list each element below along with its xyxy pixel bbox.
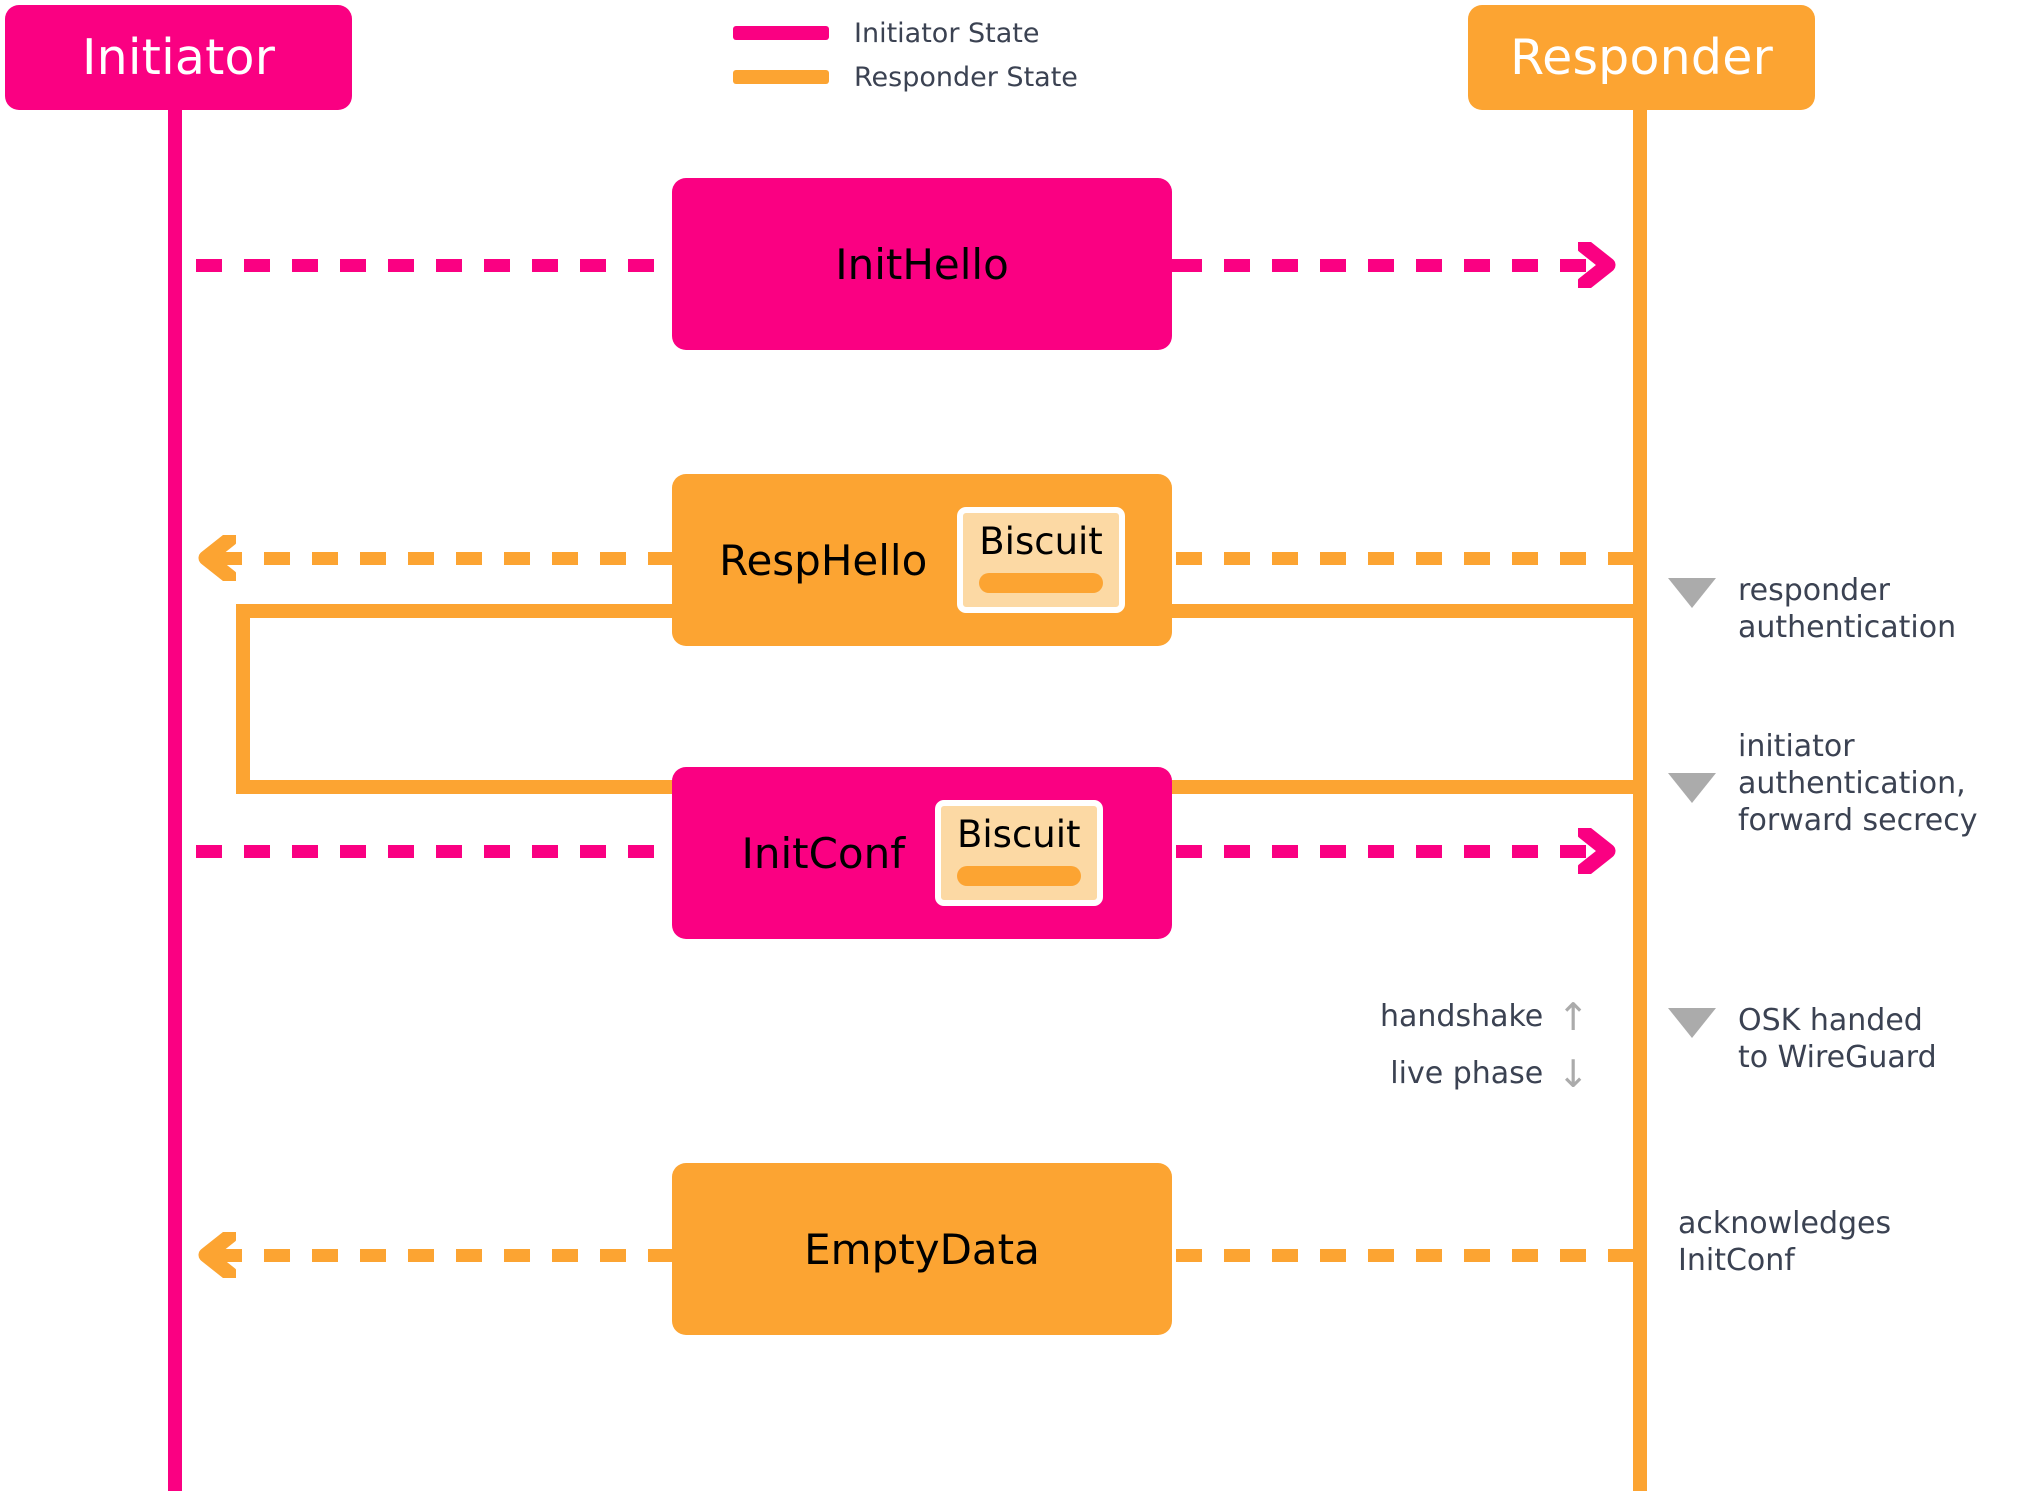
resp-hello-arrow-left-segment (216, 552, 672, 565)
responder-swatch-icon (733, 70, 829, 84)
initiator-lifeline (168, 95, 182, 1491)
annotation-line: initiator (1738, 729, 1855, 764)
annotation-initiator-auth: initiator authentication, forward secrec… (1668, 728, 1978, 840)
actor-initiator-label: Initiator (81, 29, 276, 86)
biscuit-badge-resp-hello[interactable]: Biscuit (957, 507, 1125, 613)
message-label-init-hello: InitHello (835, 239, 1009, 289)
annotation-acknowledges-initconf: acknowledges InitConf (1678, 1205, 1891, 1279)
annotation-line: OSK handed (1738, 1003, 1923, 1038)
responder-state-line-bottom-left (236, 780, 686, 794)
annotation-osk-handed: OSK handed to WireGuard (1668, 1002, 1937, 1076)
resp-hello-arrow-right-segment (1176, 552, 1633, 565)
triangle-down-icon (1668, 773, 1716, 803)
message-label-resp-hello: RespHello (719, 535, 928, 585)
message-box-init-hello[interactable]: InitHello (672, 178, 1172, 350)
legend-label-responder-state: Responder State (854, 61, 1078, 93)
annotation-responder-auth-text: responder authentication (1738, 572, 1956, 646)
init-conf-arrowhead-icon (1576, 824, 1618, 878)
arrow-up-icon: ↑ (1557, 994, 1590, 1039)
legend-label-initiator-state: Initiator State (854, 17, 1040, 49)
responder-state-line-bottom-right (1172, 780, 1647, 794)
initiator-swatch-icon (733, 26, 829, 40)
annotation-line: InitConf (1678, 1243, 1795, 1279)
responder-state-line-vertical (236, 604, 250, 794)
responder-state-line-top-right (1172, 604, 1647, 618)
phase-row-live-phase: live phase ↓ (1380, 1045, 1590, 1102)
init-conf-arrow-right-segment (1176, 845, 1586, 858)
biscuit-bar-icon (979, 572, 1103, 593)
message-box-empty-data[interactable]: EmptyData (672, 1163, 1172, 1335)
biscuit-badge-init-conf[interactable]: Biscuit (935, 800, 1103, 906)
phase-row-handshake: handshake ↑ (1380, 988, 1590, 1045)
empty-data-arrow-left-segment (216, 1249, 672, 1262)
arrow-down-icon: ↓ (1557, 1051, 1590, 1096)
phase-label-handshake: handshake (1380, 999, 1544, 1034)
legend-item-responder-state: Responder State (733, 55, 1153, 99)
resp-hello-arrowhead-icon (196, 531, 238, 585)
triangle-down-icon (1668, 1008, 1716, 1038)
annotation-line: to WireGuard (1738, 1040, 1937, 1076)
empty-data-arrow-right-segment (1176, 1249, 1633, 1262)
phase-label-live-phase: live phase (1390, 1056, 1544, 1091)
actor-responder-label: Responder (1510, 29, 1773, 86)
legend: Initiator State Responder State (733, 11, 1153, 99)
init-hello-arrow-right-segment (1176, 259, 1586, 272)
annotation-responder-auth: responder authentication (1668, 572, 1956, 646)
phase-labels: handshake ↑ live phase ↓ (1380, 988, 1590, 1102)
actor-initiator[interactable]: Initiator (5, 5, 352, 110)
annotation-line: acknowledges (1678, 1206, 1892, 1241)
biscuit-label-resp-hello: Biscuit (979, 520, 1103, 564)
annotation-line: responder (1738, 573, 1891, 608)
biscuit-label-init-conf: Biscuit (957, 813, 1081, 857)
legend-item-initiator-state: Initiator State (733, 11, 1153, 55)
annotation-acknowledges-initconf-text: acknowledges InitConf (1678, 1205, 1891, 1279)
annotation-line: authentication (1738, 610, 1957, 646)
init-hello-arrowhead-icon (1576, 238, 1618, 292)
annotation-initiator-auth-text: initiator authentication, forward secrec… (1738, 728, 1978, 840)
annotation-line: authentication, (1738, 766, 1966, 802)
message-label-empty-data: EmptyData (804, 1224, 1040, 1274)
actor-responder[interactable]: Responder (1468, 5, 1815, 110)
empty-data-arrowhead-icon (196, 1228, 238, 1282)
annotation-line: forward secrecy (1738, 803, 1978, 839)
biscuit-bar-icon (957, 865, 1081, 886)
message-label-init-conf: InitConf (741, 828, 906, 878)
message-box-resp-hello[interactable]: RespHello Biscuit (672, 474, 1172, 646)
triangle-down-icon (1668, 578, 1716, 608)
message-box-init-conf[interactable]: InitConf Biscuit (672, 767, 1172, 939)
responder-state-line-top-left (236, 604, 686, 618)
annotation-osk-handed-text: OSK handed to WireGuard (1738, 1002, 1937, 1076)
init-conf-arrow-left-segment (196, 845, 672, 858)
